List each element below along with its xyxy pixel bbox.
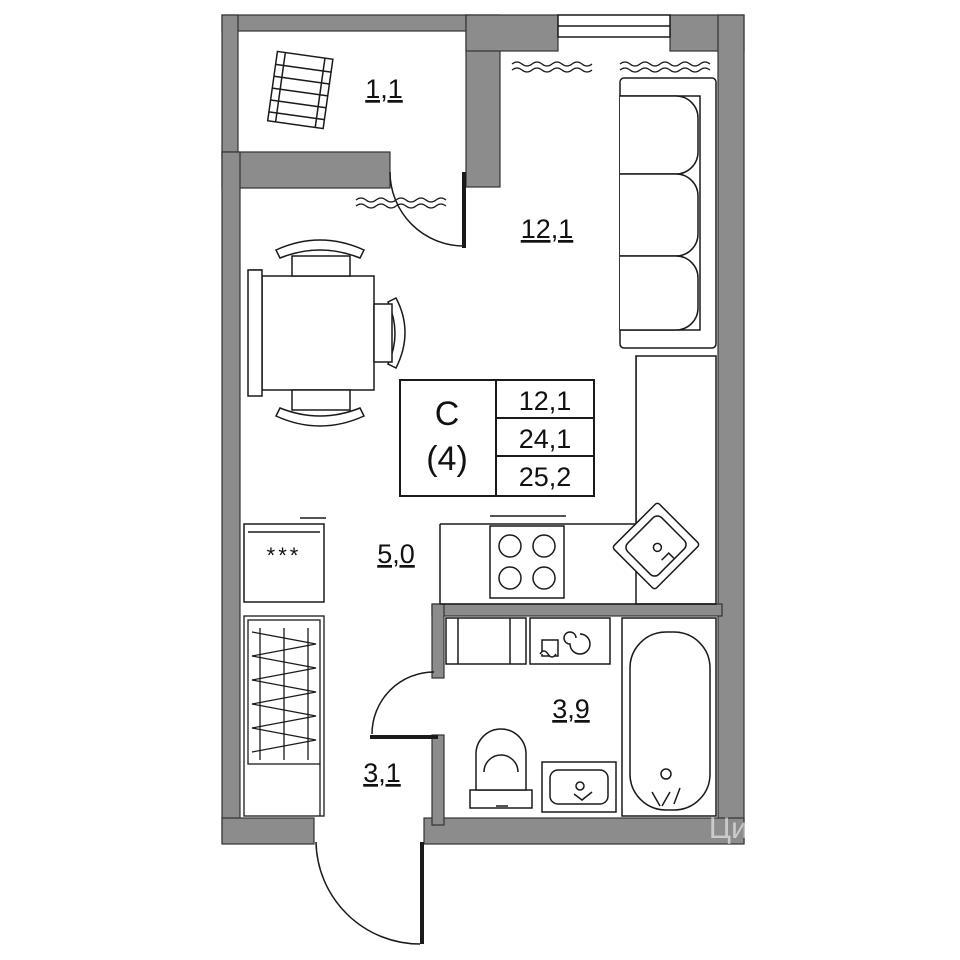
bathroom-sink <box>541 761 617 813</box>
sofa <box>619 77 717 349</box>
bathroom-partition-left-low <box>431 734 445 826</box>
bathroom-partition-top <box>431 603 723 617</box>
window <box>557 14 671 38</box>
boiler-symbol <box>529 617 611 665</box>
bathtub <box>621 617 717 817</box>
balcony-wall-left <box>221 14 239 158</box>
stove-symbol: *** <box>267 543 302 568</box>
legend-total-area: 24,1 <box>519 424 572 454</box>
top-wall-left <box>465 14 559 52</box>
balcony-door-wall <box>221 151 391 189</box>
balcony-door <box>389 171 466 248</box>
hallway-area: 3,1 <box>363 758 401 788</box>
balcony-area: 1,1 <box>365 74 403 104</box>
bottom-wall-left <box>221 817 315 845</box>
washing-machine <box>445 617 527 665</box>
cooktop <box>489 525 565 599</box>
kitchen-area: 5,0 <box>377 539 415 569</box>
legend <box>399 379 595 497</box>
toilet <box>469 728 533 809</box>
legend-type-letter: С <box>435 395 460 433</box>
legend-living-area: 12,1 <box>519 386 572 416</box>
watermark: Циан <box>709 812 781 845</box>
wardrobe <box>243 615 325 817</box>
entrance-door <box>315 841 424 945</box>
stove <box>243 517 326 603</box>
balcony-chair <box>266 50 334 130</box>
bathroom-partition-left <box>431 603 445 679</box>
bottom-wall-right <box>423 817 745 845</box>
bathroom-door <box>370 671 438 739</box>
dining-table <box>247 239 406 427</box>
walls <box>221 14 745 845</box>
left-outer-wall <box>221 151 241 843</box>
legend-room-count: (4) <box>426 440 468 478</box>
right-outer-wall <box>717 14 745 844</box>
kitchen-sink <box>612 502 700 590</box>
living-room-area: 12,1 <box>521 214 574 244</box>
balcony-wall-top <box>221 14 471 32</box>
radiator-marks <box>355 61 711 209</box>
legend-total-area-with-balcony: 25,2 <box>519 462 572 492</box>
bathroom-area: 3,9 <box>552 694 590 724</box>
